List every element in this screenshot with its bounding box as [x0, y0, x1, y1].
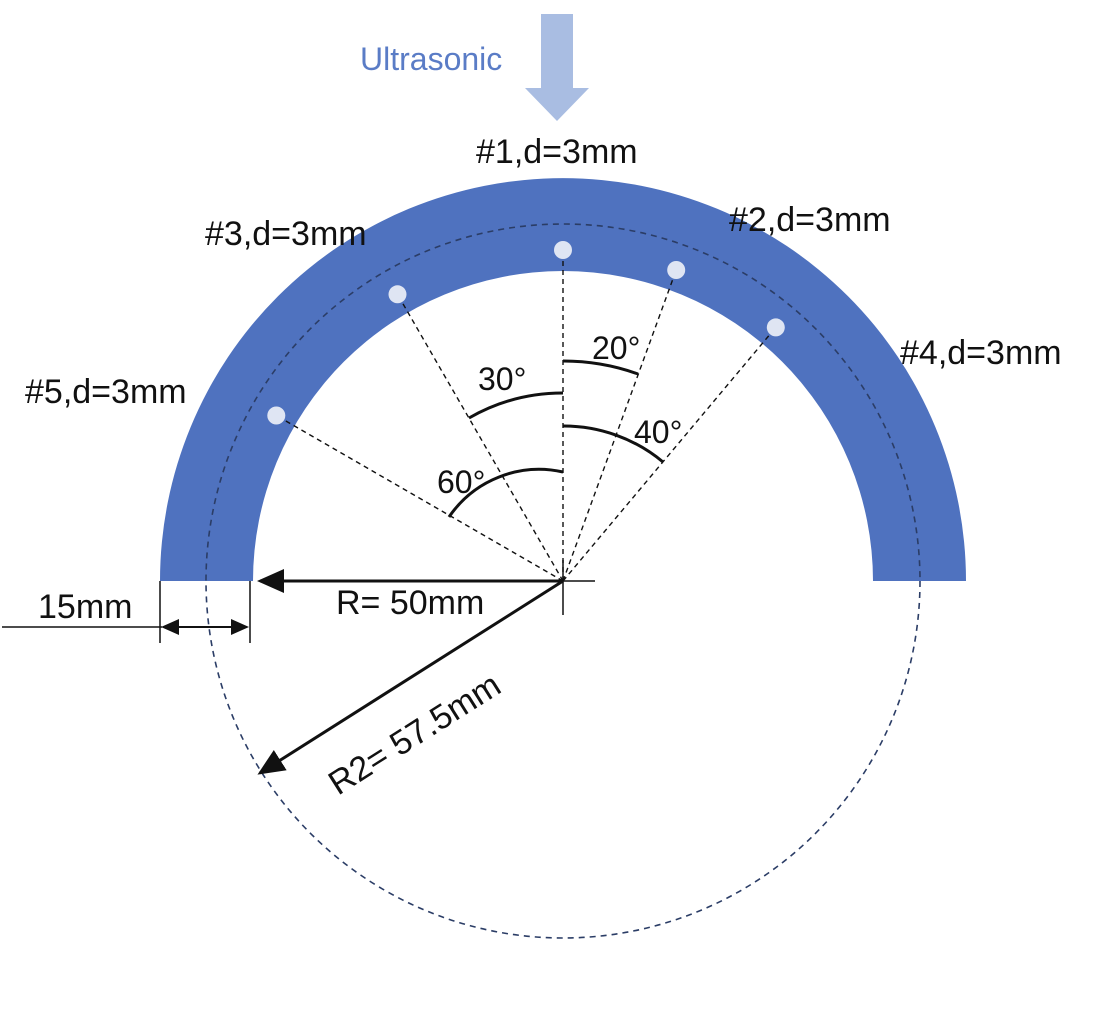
arc-60: [447, 467, 564, 518]
arc-30: [468, 391, 564, 420]
hole-label-2: #2,d=3mm: [729, 201, 891, 239]
r2-dashed-circle: [205, 223, 921, 939]
hole-3: [388, 285, 407, 304]
radius2-label: R2= 57.5mm: [322, 666, 508, 803]
angle-label-20: 20°: [592, 330, 640, 366]
semi-ring: [160, 178, 966, 581]
hole-label-3: #3,d=3mm: [205, 215, 367, 253]
hole-1: [554, 241, 572, 259]
arc-20: [562, 359, 639, 376]
hole-4: [766, 318, 785, 337]
radial-line-3: [396, 293, 564, 582]
angle-label-60: 60°: [437, 464, 485, 500]
hole-2: [667, 261, 686, 279]
angle-label-40: 40°: [634, 414, 682, 450]
holes-group: [267, 241, 785, 425]
radius2-arrow: [257, 579, 564, 775]
hole-label-1: #1,d=3mm: [476, 133, 638, 171]
arc-40: [562, 424, 664, 464]
radial-line-2: [562, 269, 677, 582]
ultrasonic-arrow-icon: [525, 14, 589, 121]
hole-label-5: #5,d=3mm: [25, 373, 187, 411]
radial-line-5: [275, 414, 564, 582]
radial-line-4: [562, 326, 777, 582]
radius-label: R= 50mm: [336, 584, 484, 622]
hole-label-4: #4,d=3mm: [900, 334, 1062, 372]
angle-label-30: 30°: [478, 361, 526, 397]
ultrasonic-label: Ultrasonic: [360, 41, 502, 77]
radial-lines: [275, 250, 777, 582]
thickness-label: 15mm: [38, 588, 132, 626]
hole-5: [267, 406, 286, 425]
